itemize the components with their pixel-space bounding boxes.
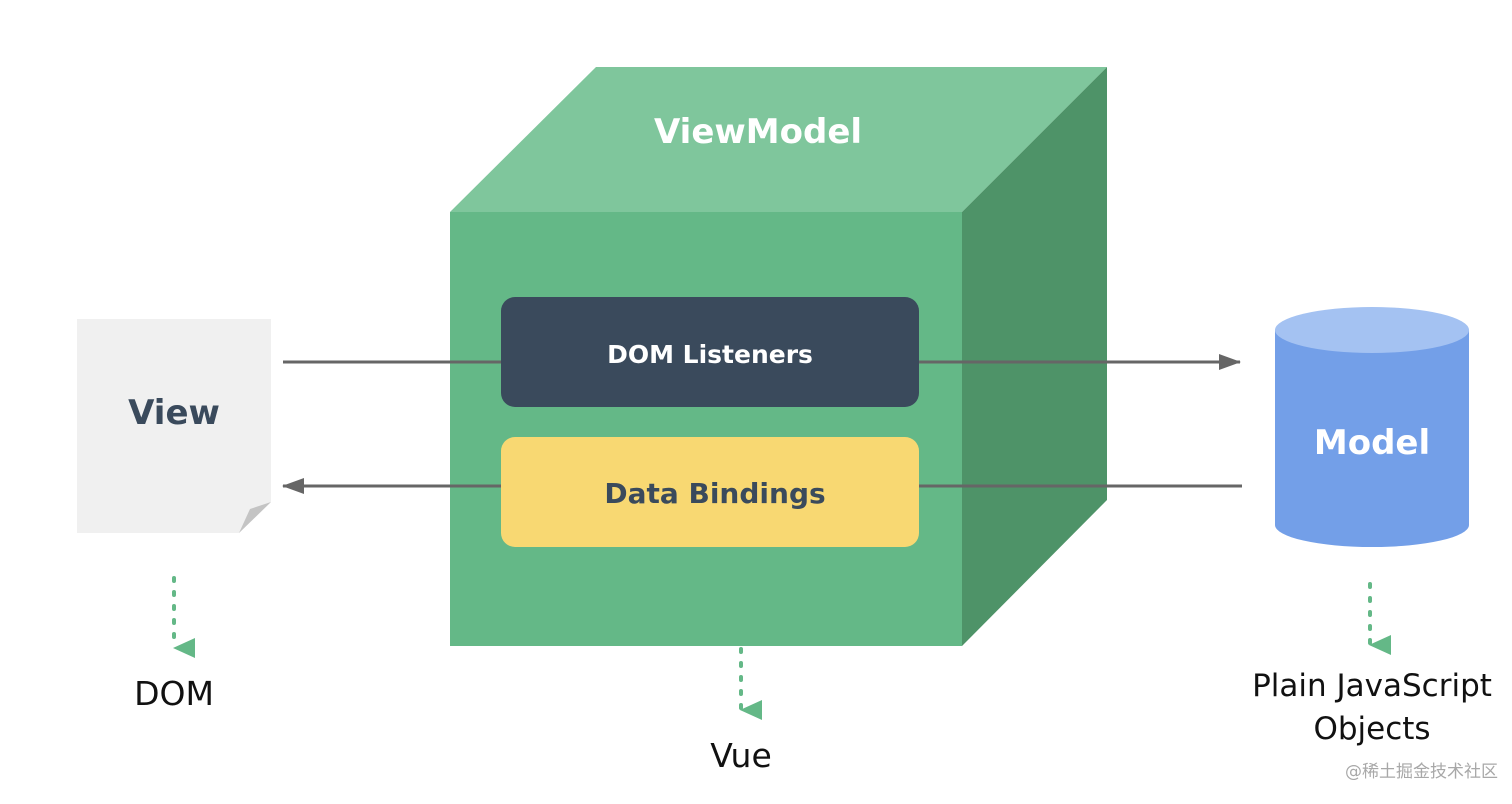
view-document: View bbox=[77, 319, 271, 533]
dom-listeners-box: DOM Listeners bbox=[501, 297, 919, 407]
viewmodel-title: ViewModel bbox=[654, 112, 862, 152]
watermark: @稀土掘金技术社区 bbox=[1345, 762, 1498, 782]
model-top bbox=[1275, 307, 1469, 353]
cube-top-face bbox=[450, 67, 1107, 212]
viewmodel-cube: ViewModel bbox=[450, 67, 1107, 646]
folded-corner bbox=[239, 502, 271, 533]
cube-side-face bbox=[962, 67, 1107, 646]
data-bindings-box: Data Bindings bbox=[501, 437, 919, 547]
dom-caption: DOM bbox=[134, 674, 214, 713]
data-bindings-label: Data Bindings bbox=[604, 477, 825, 510]
cube-front-face bbox=[450, 212, 962, 646]
model-body bbox=[1275, 330, 1469, 547]
model-caption-line1: Plain JavaScript bbox=[1252, 668, 1492, 704]
view-paper bbox=[77, 319, 271, 533]
vue-caption: Vue bbox=[710, 736, 772, 775]
model-title: Model bbox=[1314, 423, 1430, 463]
dom-listeners-label: DOM Listeners bbox=[607, 340, 813, 369]
view-title: View bbox=[128, 393, 220, 433]
model-cylinder: Model bbox=[1275, 307, 1469, 547]
model-caption-line2: Objects bbox=[1313, 711, 1430, 747]
